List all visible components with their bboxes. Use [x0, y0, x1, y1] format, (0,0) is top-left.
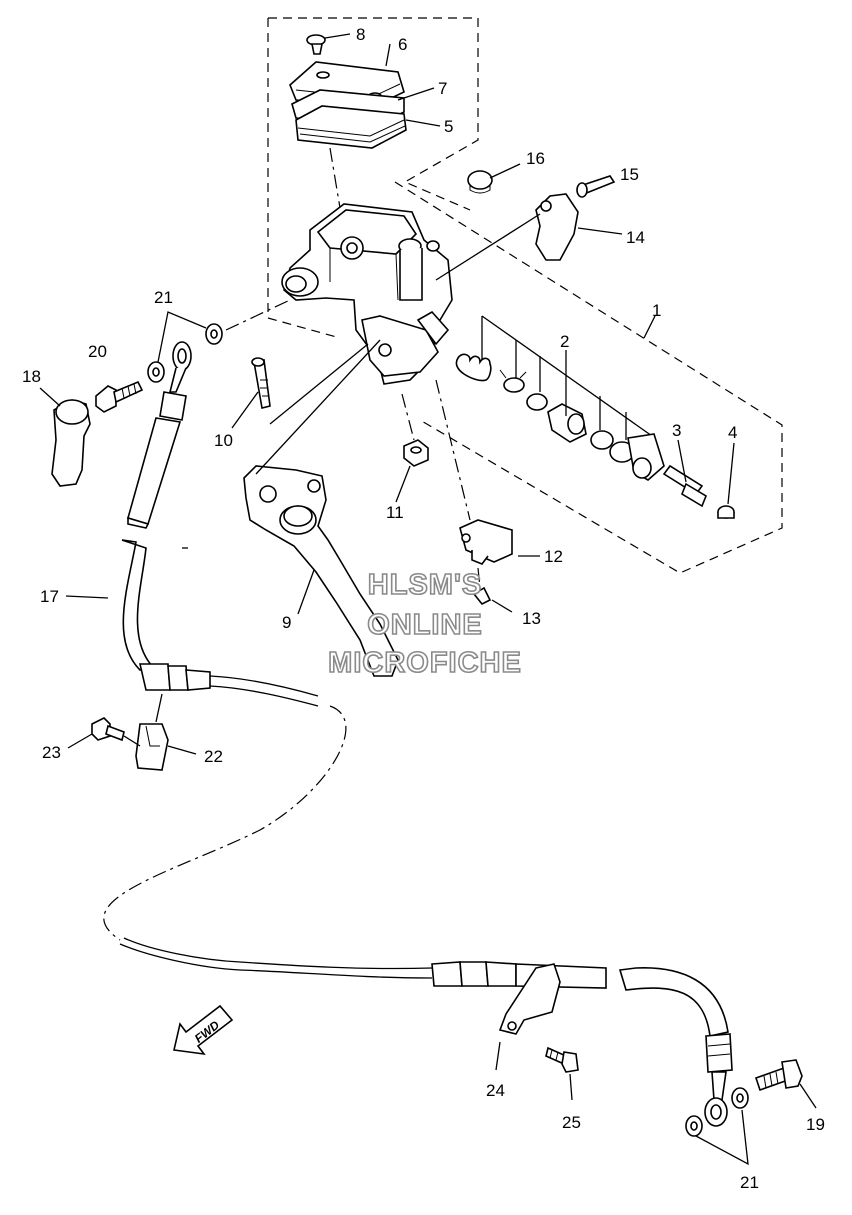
callout-25: 25	[562, 1113, 581, 1132]
callout-numbers: 1 2 3 4 5 6 7 8 9 10 11 12 13 14 15 16 1…	[22, 25, 825, 1192]
callout-4: 4	[728, 423, 737, 442]
screw-8	[306, 33, 351, 55]
callout-6: 6	[398, 35, 407, 54]
hose-lower	[618, 967, 733, 1127]
callout-2: 2	[560, 332, 569, 351]
leader-lines	[65, 43, 735, 615]
watermark-line-1: HLSM'S	[368, 569, 482, 601]
holder-14	[535, 193, 623, 261]
watermark-line-2: ONLINE	[367, 609, 483, 641]
bracket-24	[495, 963, 561, 1071]
screw-13	[472, 567, 513, 613]
reservoir-cap-group	[289, 33, 407, 209]
callout-13: 13	[522, 609, 541, 628]
callout-7: 7	[438, 79, 447, 98]
hose-upper	[121, 341, 211, 691]
bolt-23	[67, 717, 141, 749]
bolt-15	[576, 175, 616, 198]
fwd-arrow: FWD	[173, 1004, 234, 1056]
bolt-25	[545, 1046, 579, 1101]
washers-21b	[685, 1087, 749, 1166]
master-cylinder-body	[281, 203, 453, 385]
callout-23: 23	[42, 743, 61, 762]
callout-5: 5	[444, 117, 453, 136]
callout-19: 19	[806, 1115, 825, 1134]
callout-3: 3	[672, 421, 681, 440]
washer-21a	[147, 361, 165, 383]
callout-9: 9	[282, 613, 291, 632]
piston-kit	[455, 315, 735, 519]
callout-8: 8	[356, 25, 365, 44]
piston	[547, 403, 587, 443]
bolt-19	[754, 1059, 817, 1109]
washer-upper	[205, 299, 291, 345]
assembly-frames	[267, 17, 783, 574]
nut-11	[401, 393, 429, 467]
callout-21-upper: 21	[154, 288, 173, 307]
switch-12	[435, 379, 513, 565]
cap-16	[467, 163, 521, 194]
watermark-line-3: MICROFICHE	[328, 647, 522, 679]
clutch-cable	[103, 675, 607, 989]
callout-14: 14	[626, 228, 645, 247]
callout-22: 22	[204, 747, 223, 766]
callout-10: 10	[214, 431, 233, 450]
pivot-bolt-10	[251, 343, 369, 425]
callout-1: 1	[652, 301, 661, 320]
callout-20: 20	[88, 342, 107, 361]
callout-12: 12	[544, 547, 563, 566]
callout-21-lower: 21	[740, 1173, 759, 1192]
spring	[455, 353, 492, 382]
callout-18: 18	[22, 367, 41, 386]
push-rod-3	[662, 464, 707, 508]
callout-11: 11	[386, 503, 404, 522]
bolt-20	[95, 380, 144, 413]
callout-24: 24	[486, 1081, 505, 1100]
cup	[499, 369, 527, 393]
lever-9	[243, 339, 399, 677]
cap-4	[717, 505, 735, 519]
callout-16: 16	[526, 149, 545, 168]
gasket-5	[295, 105, 407, 149]
callout-15: 15	[620, 165, 639, 184]
callout-17: 17	[40, 587, 59, 606]
clamp-22	[135, 693, 197, 771]
boot	[627, 433, 665, 481]
boot-18	[39, 387, 91, 487]
watermark: HLSM'S ONLINE MICROFICHE	[327, 568, 522, 680]
